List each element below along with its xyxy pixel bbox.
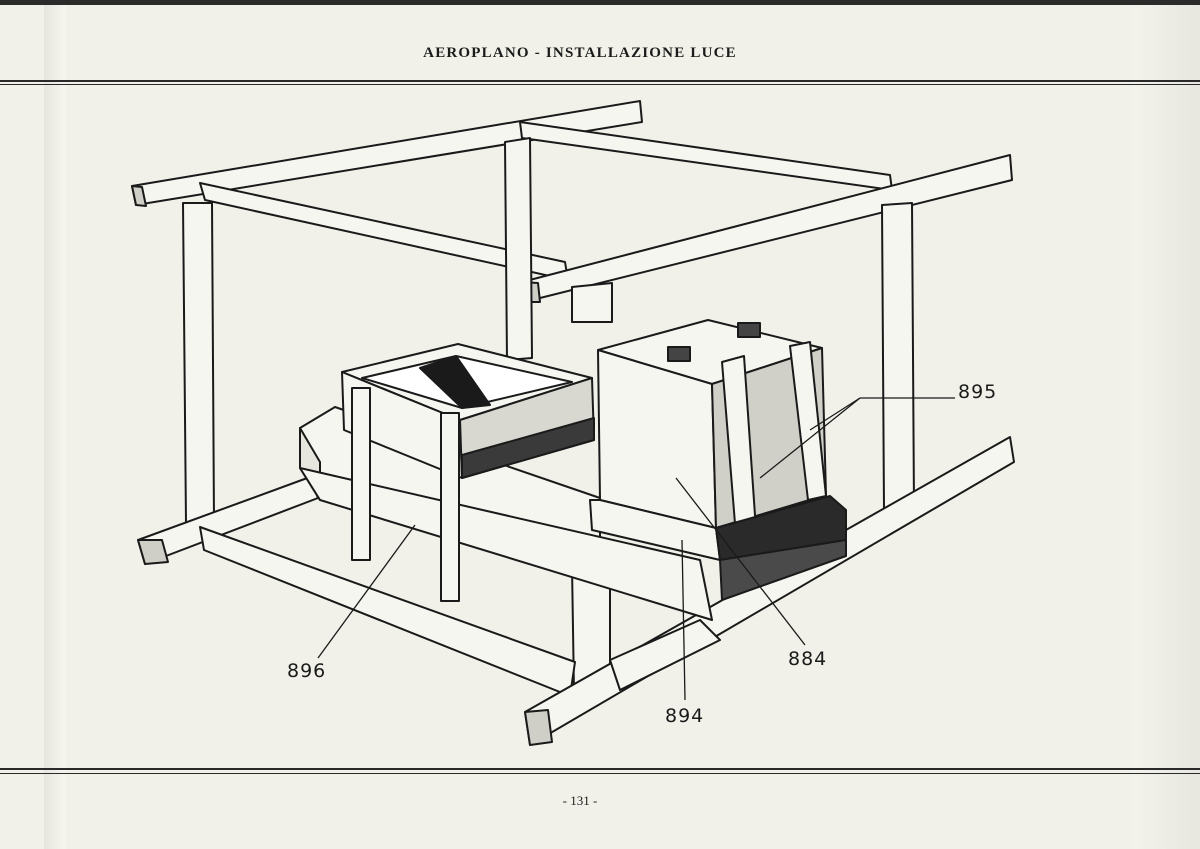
battery-strap-2: [789, 341, 827, 501]
page-fold: [1132, 0, 1200, 849]
post-right: [881, 202, 915, 511]
support-block: [571, 282, 613, 323]
left-platform-front: [299, 467, 713, 621]
strap-left: [351, 387, 371, 561]
callout-894: 894: [665, 705, 704, 727]
footer-rule: [0, 768, 1200, 770]
top-edge: [0, 0, 1200, 5]
strap-right: [440, 412, 460, 602]
header-rule-thin: [0, 84, 1200, 85]
page-title: AEROPLANO - INSTALLAZIONE LUCE: [423, 45, 737, 61]
page-number: - 131 -: [562, 793, 598, 808]
post-left: [182, 202, 215, 525]
callout-884: 884: [788, 648, 827, 670]
buckle-right: [737, 322, 761, 338]
buckle-left: [667, 346, 691, 362]
callout-895: 895: [958, 381, 997, 403]
spine-shadow: [44, 0, 66, 849]
base-crossbar: [609, 619, 721, 691]
callout-896: 896: [287, 660, 326, 682]
top-rail-front: [521, 154, 1013, 303]
header-rule: [0, 80, 1200, 82]
post-back: [504, 137, 533, 361]
footer-rule-thin: [0, 773, 1200, 774]
top-rail-inner: [519, 121, 893, 191]
